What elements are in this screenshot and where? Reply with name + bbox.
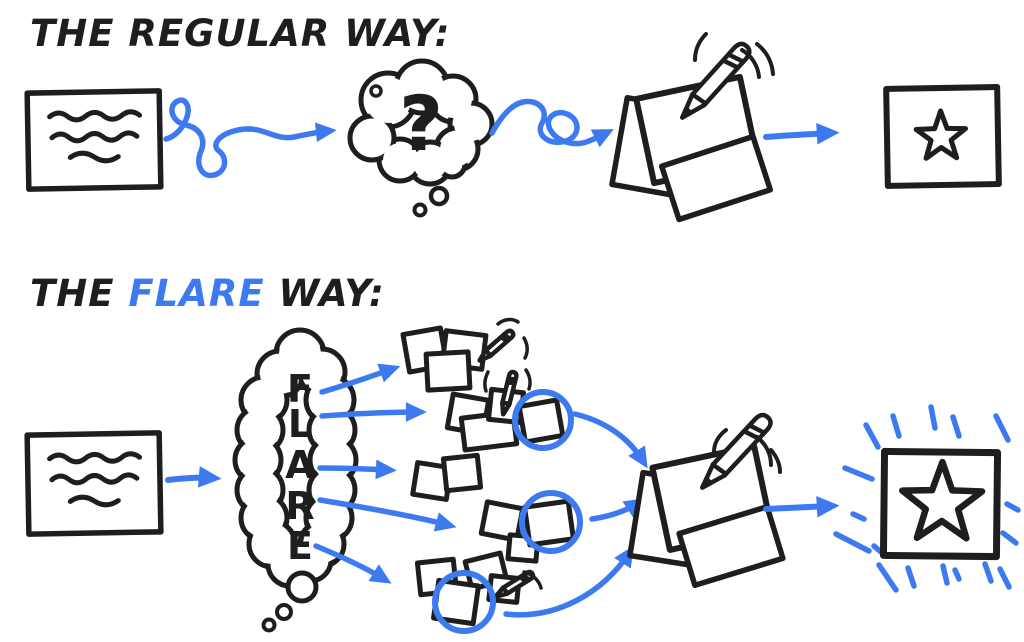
bubble-tail-2 xyxy=(412,202,428,218)
shining-star-box-icon xyxy=(833,404,1021,593)
arrow-to-cloud xyxy=(165,466,222,488)
pencil-motion-lines xyxy=(483,368,532,393)
pencil-motion-lines xyxy=(522,570,543,590)
tangled-squiggle-arrow-icon xyxy=(163,97,337,179)
big-star-icon xyxy=(898,458,986,542)
note-cluster-c xyxy=(410,452,484,502)
question-mark-text: ? xyxy=(399,79,443,168)
thought-bubble-icon: ? xyxy=(347,58,495,218)
flare-heading-word: FLARE xyxy=(128,272,265,315)
source-document-icon-2 xyxy=(24,430,164,537)
cloud-tail-3 xyxy=(261,617,277,633)
flare-way-heading: THE FLARE WAY: xyxy=(30,272,385,315)
note-cluster-d xyxy=(478,490,646,564)
flare-heading-pre: THE xyxy=(30,272,129,315)
bubble-detail-loop xyxy=(369,84,383,98)
branch-arrow-1 xyxy=(319,363,401,395)
small-star-box-icon xyxy=(883,84,1002,189)
flare-heading-post: WAY: xyxy=(264,272,385,315)
highlight-circle-d xyxy=(519,490,583,554)
cloud-tail-1 xyxy=(285,570,319,604)
highlight-circle-e xyxy=(432,570,496,634)
note-cluster-b xyxy=(444,368,648,469)
cluster-e-out-arrow xyxy=(503,545,634,618)
star-icon xyxy=(913,108,969,161)
arrow-to-star-box-2 xyxy=(763,495,840,518)
tangled-knot-arrow-icon xyxy=(489,98,614,148)
cloud-tail-2 xyxy=(275,603,293,621)
pencil-motion-lines xyxy=(496,317,529,360)
note-cluster-e xyxy=(414,545,634,634)
source-document-icon xyxy=(24,88,164,192)
notes-and-pencil-icon-2 xyxy=(627,411,786,589)
flare-row: F L A R E xyxy=(24,317,1021,634)
pencil-motion-lines xyxy=(712,428,782,474)
starburst-rays xyxy=(833,404,1021,593)
cloud-letter-r: R xyxy=(285,484,314,528)
cloud-letter-l: L xyxy=(288,402,312,446)
cloud-letter-f: F xyxy=(287,367,313,411)
flare-thought-cloud-icon: F L A R E xyxy=(232,327,359,633)
arrow-to-star-box xyxy=(763,122,840,145)
branch-arrow-2 xyxy=(319,402,427,422)
bubble-tail-1 xyxy=(428,185,450,207)
notes-and-pencil-icon xyxy=(609,32,775,223)
cloud-letter-e: E xyxy=(287,524,313,568)
cluster-d-out-arrow xyxy=(589,498,646,522)
highlight-circle-b xyxy=(512,389,574,451)
pencil-motion-lines xyxy=(693,32,775,79)
cluster-b-out-arrow xyxy=(572,411,648,469)
regular-way-heading: THE REGULAR WAY: xyxy=(30,12,451,55)
branch-arrow-3 xyxy=(317,459,397,480)
branch-arrows xyxy=(313,363,457,584)
branch-arrow-5 xyxy=(313,543,392,584)
branch-arrow-4 xyxy=(317,497,457,532)
note-cluster-a xyxy=(400,317,529,393)
regular-row: ? xyxy=(24,32,1002,223)
cloud-letter-a: A xyxy=(285,443,315,487)
